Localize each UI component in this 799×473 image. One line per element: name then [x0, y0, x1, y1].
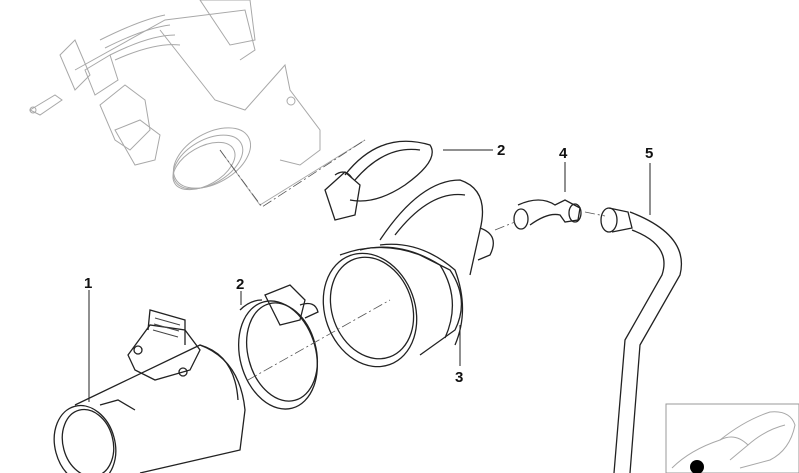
elbow-connector — [513, 199, 582, 230]
locator-dot — [690, 460, 704, 473]
callout-2-upper: 2 — [497, 142, 506, 159]
callout-2-lower: 2 — [236, 276, 245, 293]
mass-air-flow-sensor — [53, 309, 246, 473]
throttle-body-context — [28, 0, 366, 206]
vent-hose — [600, 207, 682, 473]
hose-clamp-lower — [237, 284, 319, 410]
hose-clamp-upper — [324, 140, 433, 221]
callout-5: 5 — [645, 145, 654, 162]
vehicle-locator-inset — [665, 403, 799, 473]
callout-3: 3 — [455, 369, 464, 386]
assembly-centerline — [219, 139, 366, 208]
callout-1: 1 — [84, 275, 93, 292]
callout-4: 4 — [559, 145, 568, 162]
intake-boot — [322, 179, 494, 368]
